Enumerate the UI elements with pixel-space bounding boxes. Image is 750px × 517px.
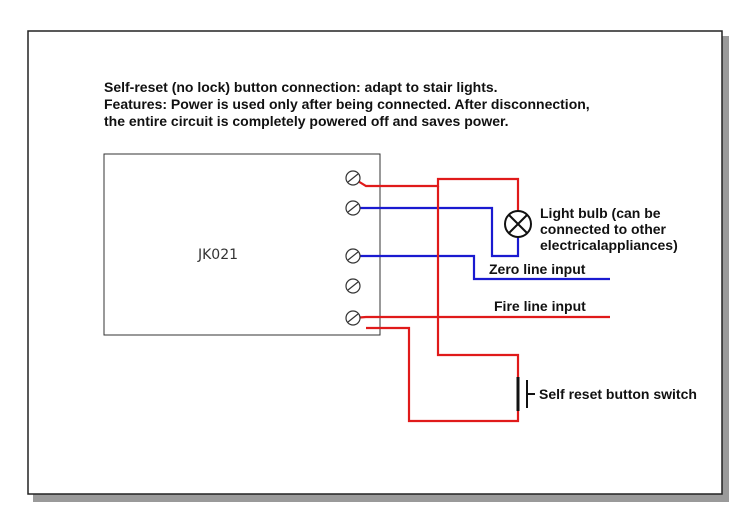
zero-line-label: Zero line input xyxy=(489,261,586,277)
header-line-1: Self-reset (no lock) button connection: … xyxy=(104,79,498,95)
module-label: JK021 xyxy=(197,247,238,263)
wire-live-to-bulb xyxy=(352,177,520,211)
fire-line-label: Fire line input xyxy=(494,298,586,314)
header-line-2: Features: Power is used only after being… xyxy=(104,96,590,112)
terminal-1 xyxy=(345,170,361,186)
wire-live-to-switch-top xyxy=(436,186,520,384)
module-box xyxy=(103,153,381,336)
switch-label: Self reset button switch xyxy=(539,386,697,402)
bulb-label-line-2: connected to other xyxy=(540,221,667,237)
terminal-4 xyxy=(345,278,361,294)
frame xyxy=(27,30,723,495)
bulb-label-line-1: Light bulb (can be xyxy=(540,205,661,221)
wire-neutral-input xyxy=(353,254,610,281)
terminal-5 xyxy=(345,310,361,326)
push-button-switch-icon xyxy=(516,377,535,411)
wire-live-input xyxy=(352,315,610,320)
wire-switch-bottom-return xyxy=(366,326,520,423)
header-line-3: the entire circuit is completely powered… xyxy=(104,113,509,129)
light-bulb-icon xyxy=(504,210,532,238)
terminal-3 xyxy=(345,248,361,264)
bulb-label-line-3: electricalappliances) xyxy=(540,237,678,253)
terminal-2 xyxy=(345,200,361,216)
wire-neutral-to-bulb xyxy=(353,206,520,258)
